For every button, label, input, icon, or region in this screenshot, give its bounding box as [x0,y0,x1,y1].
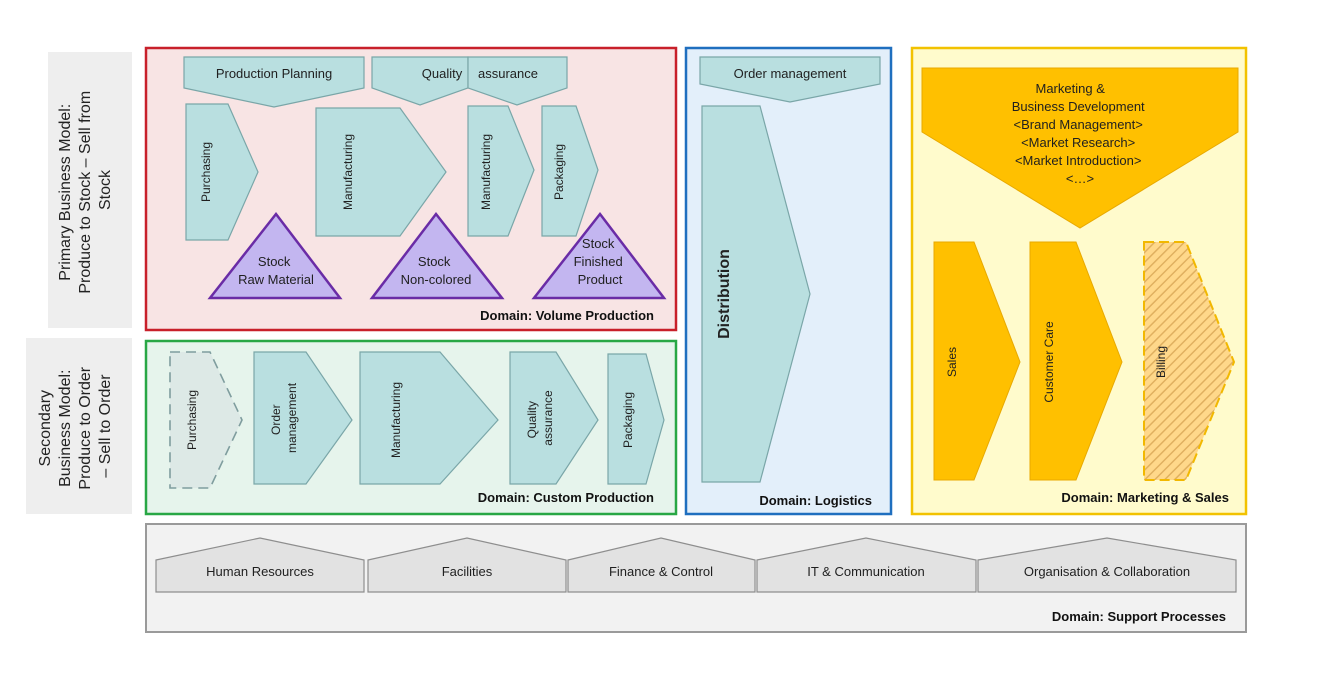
quality-chevron [371,56,469,106]
production-planning-label: Production Planning [216,66,332,81]
production-planning-chevron [183,56,365,108]
organisation-collaboration-house [977,537,1237,593]
stock-finished-product-label: Stock Finished Product [574,236,627,287]
human-resources-house [155,537,365,593]
custom-manufacturing-arrow [359,351,499,485]
custom-production-domain-label: Domain: Custom Production [478,490,654,505]
custom-quality-assurance-arrow [509,351,599,485]
support-processes-domain-label: Domain: Support Processes [1052,609,1226,624]
logistics-order-management-chevron [699,56,881,103]
secondary-model-label-box [26,338,132,514]
purchasing-arrow [185,103,259,241]
finance-control-label: Finance & Control [609,564,713,579]
primary-model-label: Primary Business Model: Produce to Stock… [57,86,114,293]
secondary-model-label: Secondary Business Model: Produce to Ord… [37,362,114,489]
support-processes-domain: Human Resources Facilities Finance & Con… [145,523,1247,633]
custom-purchasing-label: Purchasing [185,390,199,450]
marketing-sales-domain: Marketing & Business Development <Brand … [910,46,1248,516]
custom-quality-assurance-label: Quality assurance [525,390,555,446]
packaging-label: Packaging [552,144,566,200]
facilities-label: Facilities [442,564,493,579]
sales-label: Sales [945,347,959,377]
logistics-domain: Order management Distribution Domain: Lo… [684,46,893,516]
custom-production-domain: Purchasing Order management Manufacturin… [144,339,678,516]
primary-model-label-box [48,52,132,328]
it-communication-house [756,537,977,593]
purchasing-label: Purchasing [199,142,213,202]
stock-noncolored-triangle [369,211,505,300]
manufacturing-label-1: Manufacturing [341,134,355,210]
finance-control-house [567,537,756,593]
billing-label: Billing [1154,346,1168,378]
distribution-label: Distribution [716,249,733,339]
custom-packaging-label: Packaging [621,392,635,448]
marketing-business-development-chevron [921,67,1239,229]
organisation-collaboration-label: Organisation & Collaboration [1024,564,1190,579]
customer-care-arrow [1029,241,1123,481]
manufacturing-arrow-1 [315,107,447,237]
stock-raw-material-label: Stock Raw Material [238,254,314,287]
logistics-domain-label: Domain: Logistics [759,493,872,508]
manufacturing-arrow-2 [467,105,535,237]
logistics-order-management-label: Order management [734,66,847,81]
customer-care-label: Customer Care [1042,321,1056,403]
quality-label: Quality [422,66,463,81]
custom-order-management-label: Order management [269,382,299,453]
stock-raw-material-triangle [207,211,343,300]
custom-packaging-arrow [607,353,665,485]
distribution-arrow [701,105,811,483]
custom-order-management-arrow [253,351,353,485]
volume-production-domain-label: Domain: Volume Production [480,308,654,323]
billing-hatched-arrow [1143,241,1236,481]
assurance-chevron [467,56,568,106]
stock-noncolored-label: Stock Non-colored [401,254,472,287]
manufacturing-label-2: Manufacturing [479,134,493,210]
marketing-business-development-label: Marketing & Business Development <Brand … [1012,81,1149,186]
it-communication-label: IT & Communication [807,564,925,579]
volume-production-domain: Production Planning Quality assurance Pu… [144,46,678,332]
sales-arrow [933,241,1021,481]
marketing-sales-domain-label: Domain: Marketing & Sales [1061,490,1229,505]
stock-finished-product-triangle [531,211,667,300]
custom-manufacturing-label: Manufacturing [389,382,403,458]
facilities-house [367,537,567,593]
assurance-label: assurance [478,66,538,81]
human-resources-label: Human Resources [206,564,314,579]
purchasing-dashed-arrow [169,351,243,489]
packaging-arrow [541,105,599,237]
